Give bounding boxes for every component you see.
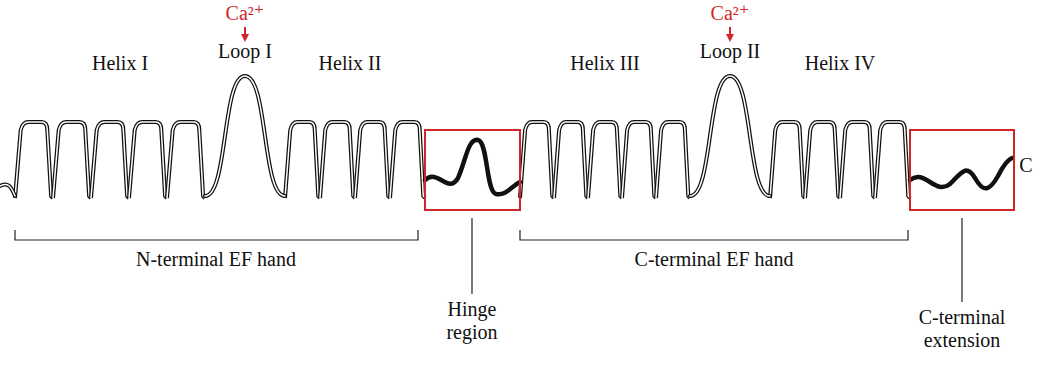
helix-label: Helix IV — [805, 52, 876, 75]
loops — [0, 76, 1012, 196]
helix-turn — [622, 122, 656, 198]
helix-turn — [656, 122, 690, 198]
helix-turn — [285, 122, 320, 198]
helix-turn — [805, 122, 840, 198]
helix-turn — [129, 122, 167, 198]
helix-turn — [167, 122, 205, 198]
helix-turn — [53, 122, 91, 198]
helix-turn — [320, 122, 355, 198]
helix-turn — [355, 122, 390, 198]
helix-turn — [355, 122, 390, 198]
domain-label: C-terminal EF hand — [635, 248, 794, 271]
extension-box — [910, 130, 1014, 210]
helix-turn — [588, 122, 622, 198]
terminus-label: C — [1019, 154, 1032, 177]
helix-coils — [15, 122, 910, 198]
calcium-arrows — [245, 27, 730, 38]
helix-turn — [129, 122, 167, 198]
helix-turn — [167, 122, 205, 198]
helix-turn — [91, 122, 129, 198]
helix-turn — [520, 122, 554, 198]
helix-turn — [91, 122, 129, 198]
helix-turn — [840, 122, 875, 198]
helix-turn — [770, 122, 805, 198]
helix-turn — [656, 122, 690, 198]
helix-turn — [390, 122, 425, 198]
helix-turn — [320, 122, 355, 198]
loop-label: Loop I — [218, 40, 272, 63]
helix-turn — [520, 122, 554, 198]
helix-label: Helix I — [92, 52, 148, 75]
helix-turn — [875, 122, 910, 198]
calcium-label: Ca²⁺ — [226, 2, 265, 25]
helix-label: Helix III — [570, 52, 639, 75]
hinge-box — [425, 130, 520, 210]
helix-turn — [554, 122, 588, 198]
helix-turn — [53, 122, 91, 198]
helix-turn — [390, 122, 425, 198]
helix-label: Helix II — [319, 52, 382, 75]
helix-turn — [15, 122, 53, 198]
helix-turn — [622, 122, 656, 198]
helix-turn — [805, 122, 840, 198]
domain-label: N-terminal EF hand — [136, 248, 296, 271]
helix-turn — [15, 122, 53, 198]
helix-turn — [285, 122, 320, 198]
brackets — [15, 218, 962, 302]
helix-turn — [554, 122, 588, 198]
helix-turn — [770, 122, 805, 198]
loop-label: Loop II — [700, 40, 761, 63]
region-label: Hinge region — [432, 298, 512, 344]
helix-turn — [840, 122, 875, 198]
helix-turn — [875, 122, 910, 198]
calcium-label: Ca²⁺ — [711, 2, 750, 25]
helix-turn — [588, 122, 622, 198]
region-label: C-terminal extension — [907, 306, 1017, 352]
